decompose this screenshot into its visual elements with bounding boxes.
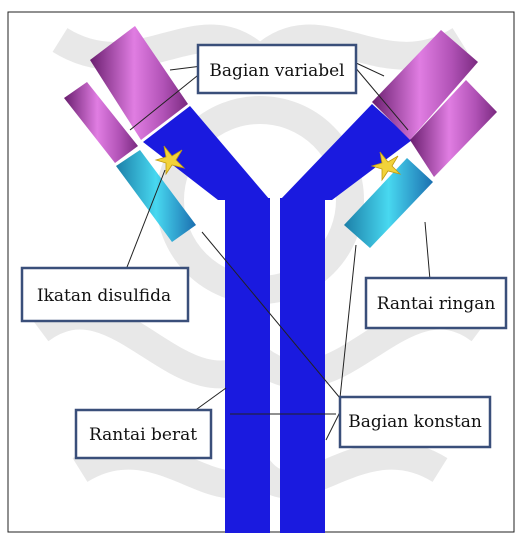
label-bagian-konstan: Bagian konstan [340, 397, 490, 447]
label-bagian-variabel-text: Bagian variabel [209, 61, 344, 81]
label-bagian-variabel: Bagian variabel [198, 45, 356, 93]
label-ikatan-disulfida-text: Ikatan disulfida [37, 286, 171, 306]
label-bagian-konstan-text: Bagian konstan [348, 412, 482, 432]
label-rantai-berat: Rantai berat [76, 410, 211, 458]
label-rantai-ringan-text: Rantai ringan [377, 294, 496, 314]
label-ikatan-disulfida: Ikatan disulfida [22, 268, 188, 321]
label-rantai-ringan: Rantai ringan [366, 278, 506, 328]
label-rantai-berat-text: Rantai berat [89, 425, 197, 445]
